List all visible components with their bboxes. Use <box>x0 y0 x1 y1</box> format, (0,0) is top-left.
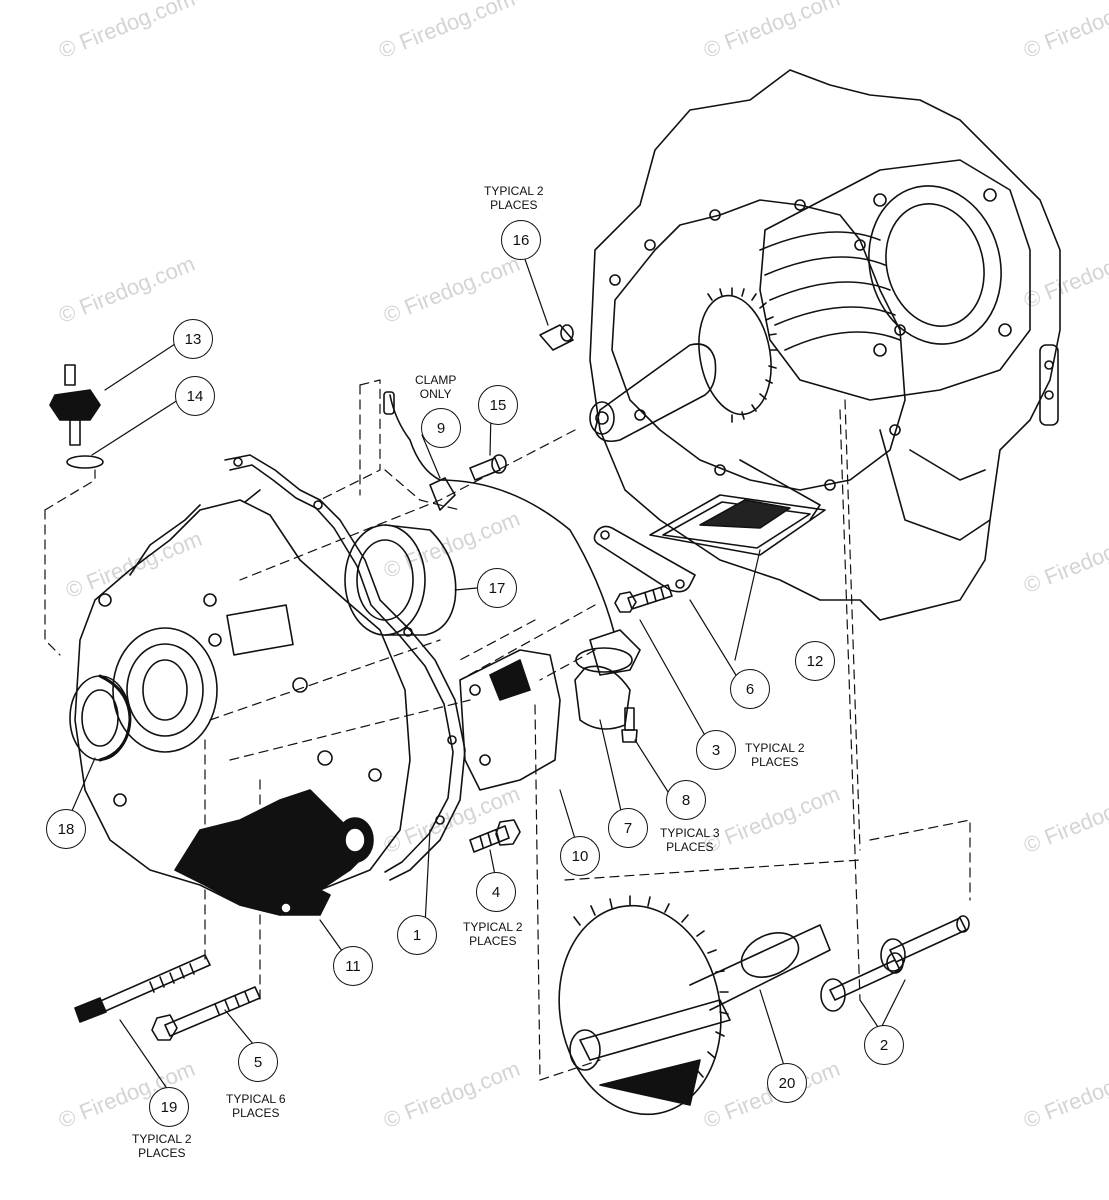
bracket <box>593 525 696 593</box>
callout-9: 9 <box>421 408 461 448</box>
oil-seal <box>344 524 457 636</box>
callout-2: 2 <box>864 1025 904 1065</box>
callout-20: 20 <box>767 1063 807 1103</box>
bolt <box>469 454 507 481</box>
callout-13: 13 <box>173 319 213 359</box>
camshaft <box>558 895 831 1116</box>
bolt <box>469 819 521 853</box>
callout-15: 15 <box>478 385 518 425</box>
callout-7: 7 <box>608 808 648 848</box>
callout-17: 17 <box>477 568 517 608</box>
dowel-pin <box>539 324 574 351</box>
callout-14: 14 <box>175 376 215 416</box>
callout-16: 16 <box>501 220 541 260</box>
engine-cover <box>74 489 411 916</box>
crank-seal <box>69 674 132 762</box>
callout-3: 3 <box>696 730 736 770</box>
callout-12: 12 <box>795 641 835 681</box>
callout-1: 1 <box>397 915 437 955</box>
callout-10: 10 <box>560 836 600 876</box>
long-bolt <box>74 954 211 1023</box>
callout-8: 8 <box>666 780 706 820</box>
breather <box>49 364 101 446</box>
assembly-lines <box>44 379 971 1081</box>
valve-lifter <box>820 952 904 1012</box>
crankcase-gasket <box>649 459 826 556</box>
screw <box>621 707 638 743</box>
o-ring <box>66 455 104 469</box>
callout-6: 6 <box>730 669 770 709</box>
callout-18: 18 <box>46 809 86 849</box>
callout-5: 5 <box>238 1042 278 1082</box>
callout-4: 4 <box>476 872 516 912</box>
bolt <box>614 584 673 613</box>
engine-crankcase <box>589 69 1061 621</box>
callout-19: 19 <box>149 1087 189 1127</box>
callout-11: 11 <box>333 946 373 986</box>
valve-lifter <box>880 915 970 972</box>
governor-bracket <box>459 649 561 791</box>
